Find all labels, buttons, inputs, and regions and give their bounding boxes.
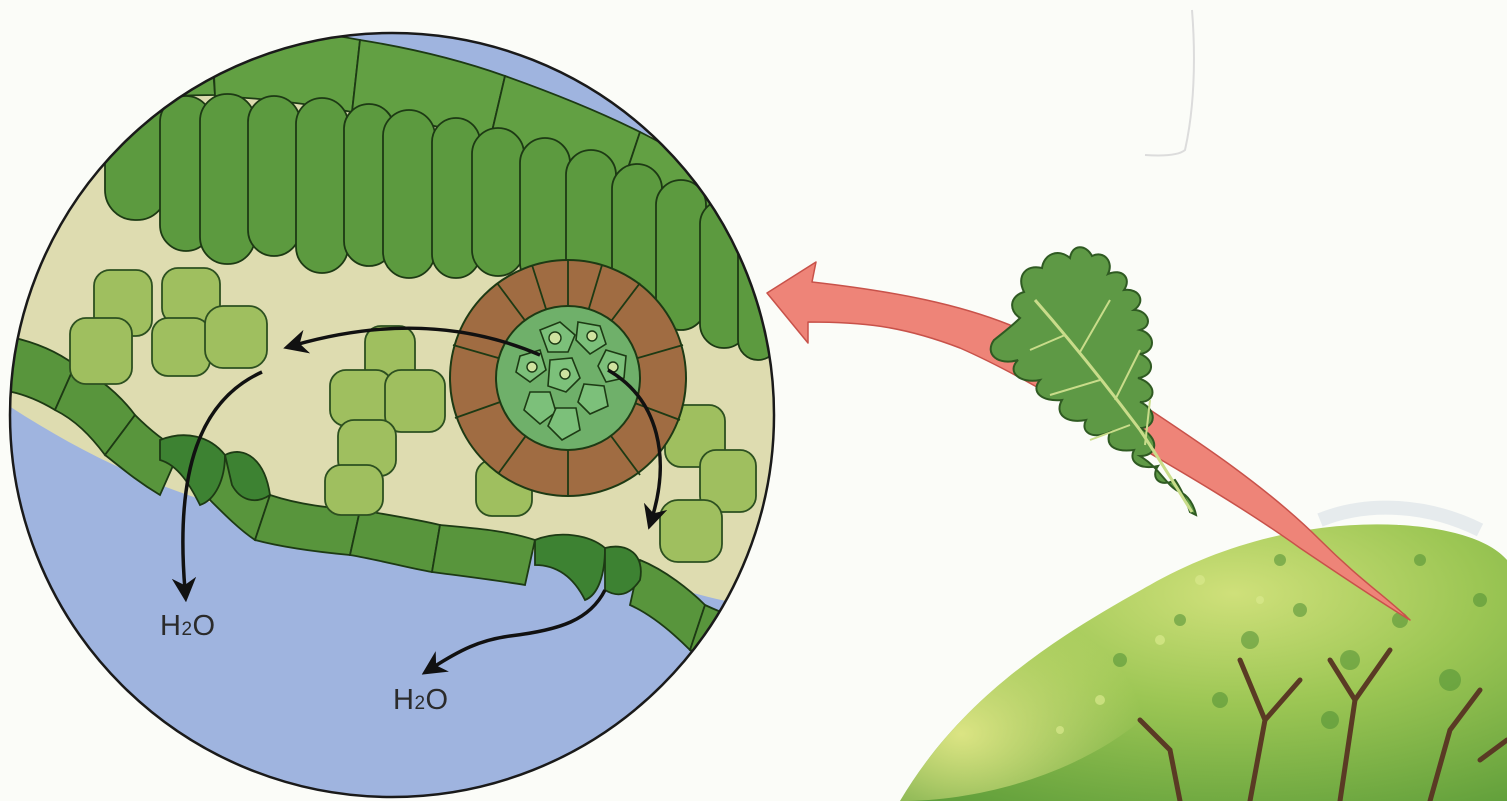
water-label-right: H2O	[393, 684, 449, 717]
vascular-bundle	[450, 260, 686, 496]
water-label-left: H2O	[160, 610, 216, 643]
oak-leaf-icon	[991, 247, 1196, 515]
page-artifact-line	[1145, 10, 1194, 155]
tree-canopy-icon	[900, 508, 1507, 801]
leaf-cross-section	[0, 30, 780, 797]
